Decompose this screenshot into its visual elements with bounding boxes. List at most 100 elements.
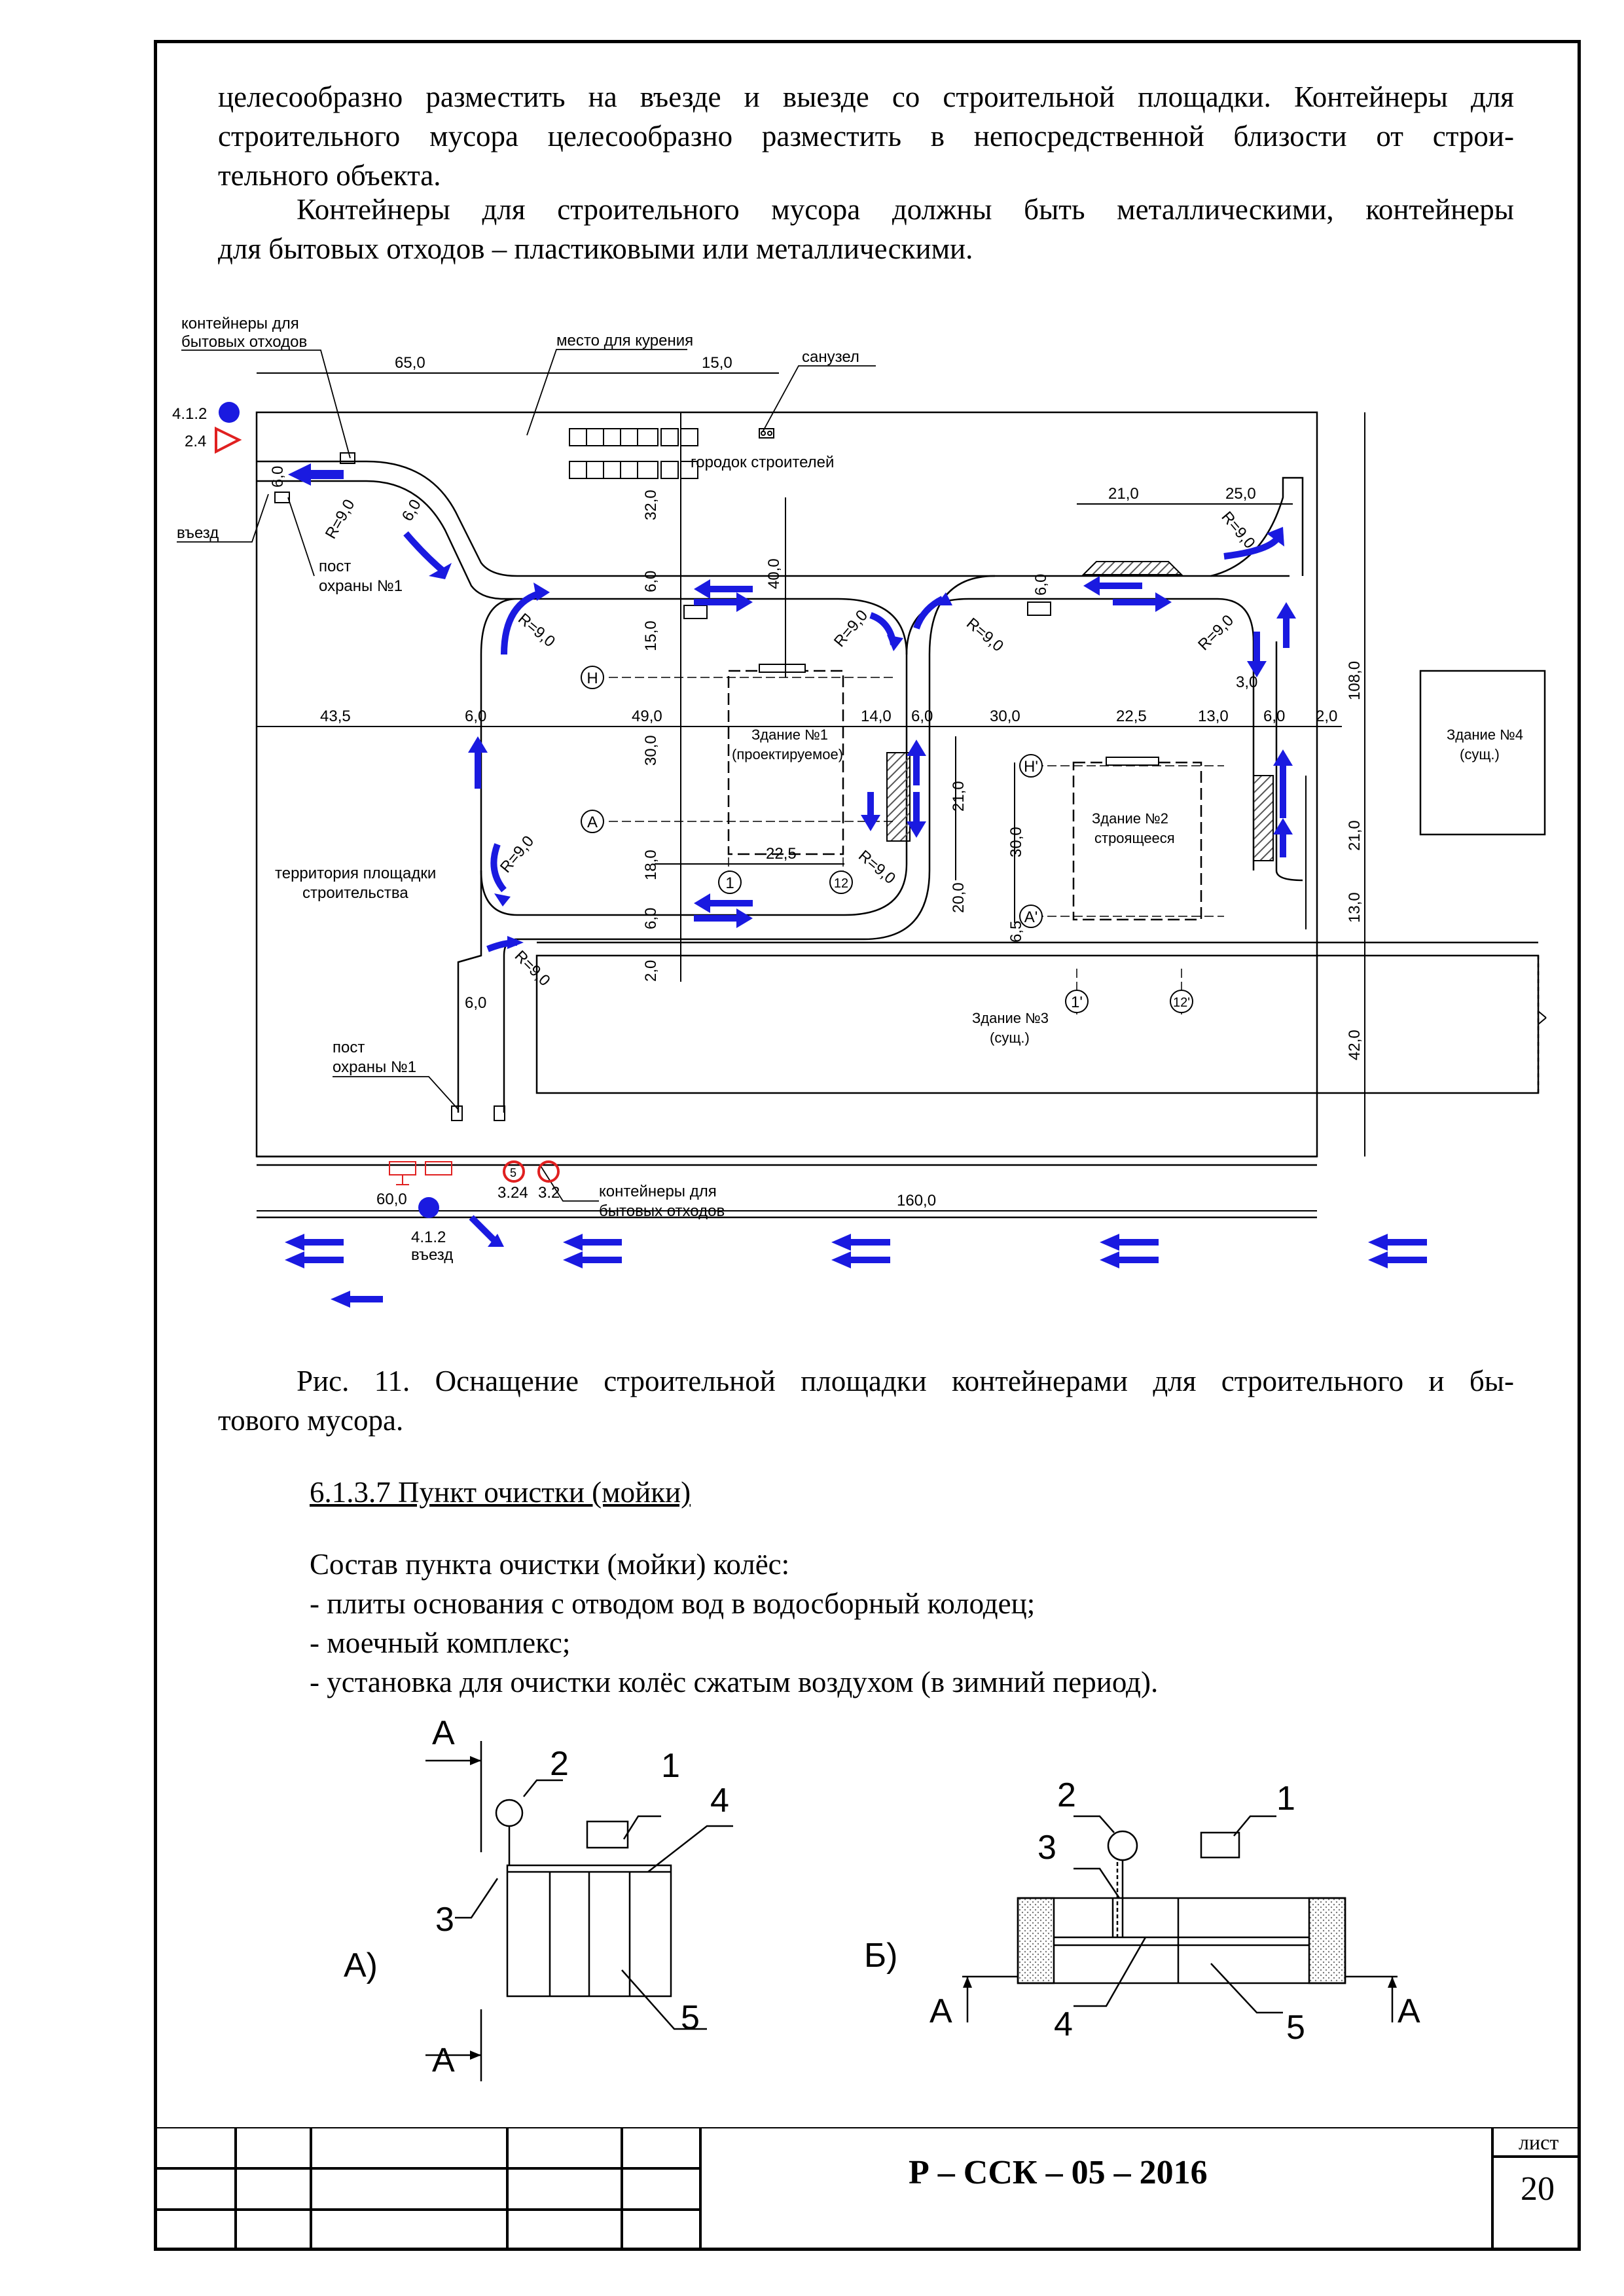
svg-text:R=9,0: R=9,0 [1195,611,1237,654]
svg-text:1': 1' [1071,994,1083,1011]
svg-text:территория площадки: территория площадки [275,865,436,882]
svg-text:6,0: 6,0 [269,466,287,488]
svg-text:12: 12 [834,876,848,891]
site-plan: Н А 1 12 Н' А' 1' 12' контейнеры для быт… [172,315,1547,1308]
svg-text:6,0: 6,0 [642,571,660,592]
sheet-label: лист [1519,2130,1559,2154]
svg-text:21,0: 21,0 [950,781,967,812]
svg-text:А: А [432,1714,455,1752]
para1-line-2: строительного мусора целесообразно разме… [218,120,1514,152]
svg-text:6,0: 6,0 [911,708,933,725]
guard-post-icon [274,452,505,1121]
svg-text:R=9,0: R=9,0 [1218,509,1258,552]
axis-12 [829,870,853,894]
svg-text:А: А [1398,1992,1420,2030]
svg-text:санузел: санузел [802,348,859,366]
svg-text:R=9,0: R=9,0 [511,947,554,990]
guard-box-bottom-icon [389,1161,452,1185]
storage-area-3 [1081,561,1183,575]
svg-text:Здание №4: Здание №4 [1447,726,1523,743]
axis-1 [718,870,742,894]
svg-text:R=9,0: R=9,0 [963,615,1007,655]
wash-station-diagram: А А 2 1 4 3 5 А) Б) А А 2 1 3 4 5 [344,1714,1420,2081]
section-heading: 6.1.3.7 Пункт очистки (мойки) [310,1476,691,1509]
sheet-number: 20 [1521,2170,1555,2208]
sign-412-top-icon [219,402,240,423]
svg-text:5: 5 [681,1999,700,2037]
svg-text:6,0: 6,0 [465,994,486,1012]
svg-text:1: 1 [1276,1780,1295,1818]
traffic-arrow-curve [490,843,507,893]
svg-text:4: 4 [710,1782,729,1820]
svg-text:R=9,0: R=9,0 [322,496,359,542]
document-code: Р – ССК – 05 – 2016 [909,2154,1208,2191]
svg-text:(сущ.): (сущ.) [1460,746,1500,762]
composition-item-2: - моечный комплекс; [310,1626,571,1659]
svg-text:20,0: 20,0 [950,882,967,913]
svg-text:бытовых отходов: бытовых отходов [599,1202,725,1220]
svg-text:5: 5 [510,1166,516,1179]
svg-text:4.1.2: 4.1.2 [172,405,207,423]
traffic-arrow [468,736,488,789]
svg-text:Н': Н' [1024,758,1038,776]
traffic-arrow [1273,818,1293,857]
svg-text:6,0: 6,0 [642,908,660,929]
composition-intro: Состав пункта очистки (мойки) колёс: [310,1548,790,1581]
axis-1-prime [1065,990,1089,1013]
svg-text:1: 1 [661,1747,680,1785]
storage-area-2 [1253,775,1274,861]
traffic-arrow [694,579,753,599]
traffic-arrow [907,740,926,785]
svg-text:строительства: строительства [302,884,408,902]
paragraph-2: Контейнеры для строительного мусора долж… [218,190,1514,268]
caption-line-1: Рис. 11. Оснащение строительной площадки… [297,1365,1514,1397]
svg-text:108,0: 108,0 [1346,661,1363,700]
composition-item-3: - установка для очистки колёс сжатым воз… [310,1666,1159,1698]
svg-text:30,0: 30,0 [990,708,1020,725]
svg-text:160,0: 160,0 [897,1192,936,1210]
traffic-arrow [1083,576,1142,596]
svg-text:42,0: 42,0 [1346,1030,1363,1060]
svg-text:2,0: 2,0 [1316,708,1337,725]
street-arrows [285,1234,1427,1308]
svg-text:5: 5 [1286,2009,1305,2047]
svg-text:18,0: 18,0 [642,850,660,880]
svg-text:4: 4 [1054,2005,1073,2043]
svg-text:место для курения: место для курения [556,332,693,350]
svg-text:22,5: 22,5 [766,845,797,863]
svg-text:65,0: 65,0 [395,354,425,372]
svg-text:А: А [929,1992,952,2030]
building-2 [1072,761,1202,921]
svg-text:А): А) [344,1946,378,1984]
svg-text:49,0: 49,0 [632,708,662,725]
svg-text:R=9,0: R=9,0 [497,833,537,876]
svg-text:30,0: 30,0 [1007,827,1025,857]
svg-text:охраны №1: охраны №1 [333,1058,416,1076]
svg-text:Н: Н [586,670,598,687]
svg-text:1: 1 [725,874,734,892]
svg-text:13,0: 13,0 [1346,892,1363,923]
composition-item-1: - плиты основания с отводом вод в водосб… [310,1587,1036,1620]
storage-area-1 [886,752,911,842]
svg-text:3.2: 3.2 [538,1184,560,1202]
svg-text:40,0: 40,0 [765,558,783,589]
traffic-arrow-curve [403,531,448,575]
road-top [257,460,1290,577]
svg-text:25,0: 25,0 [1225,485,1256,503]
axis-H [581,666,604,689]
svg-text:6,0: 6,0 [1032,574,1050,596]
svg-text:6,0: 6,0 [1263,708,1285,725]
axis-A [581,810,604,833]
svg-text:22,5: 22,5 [1116,708,1147,725]
svg-text:2: 2 [550,1745,569,1783]
svg-text:контейнеры для: контейнеры для [181,315,299,332]
figure-caption: Рис. 11. Оснащение строительной площадки… [218,1361,1514,1440]
drawing-frame [154,40,1581,2251]
para1-line-1: целесообразно разместить на въезде и вые… [218,81,1514,113]
svg-text:14,0: 14,0 [861,708,892,725]
svg-text:2,0: 2,0 [642,960,660,982]
sign-412-bottom-icon [418,1197,439,1218]
svg-text:городок строителей: городок строителей [691,454,834,471]
svg-text:контейнеры для: контейнеры для [599,1183,717,1200]
svg-text:пост: пост [333,1039,365,1056]
